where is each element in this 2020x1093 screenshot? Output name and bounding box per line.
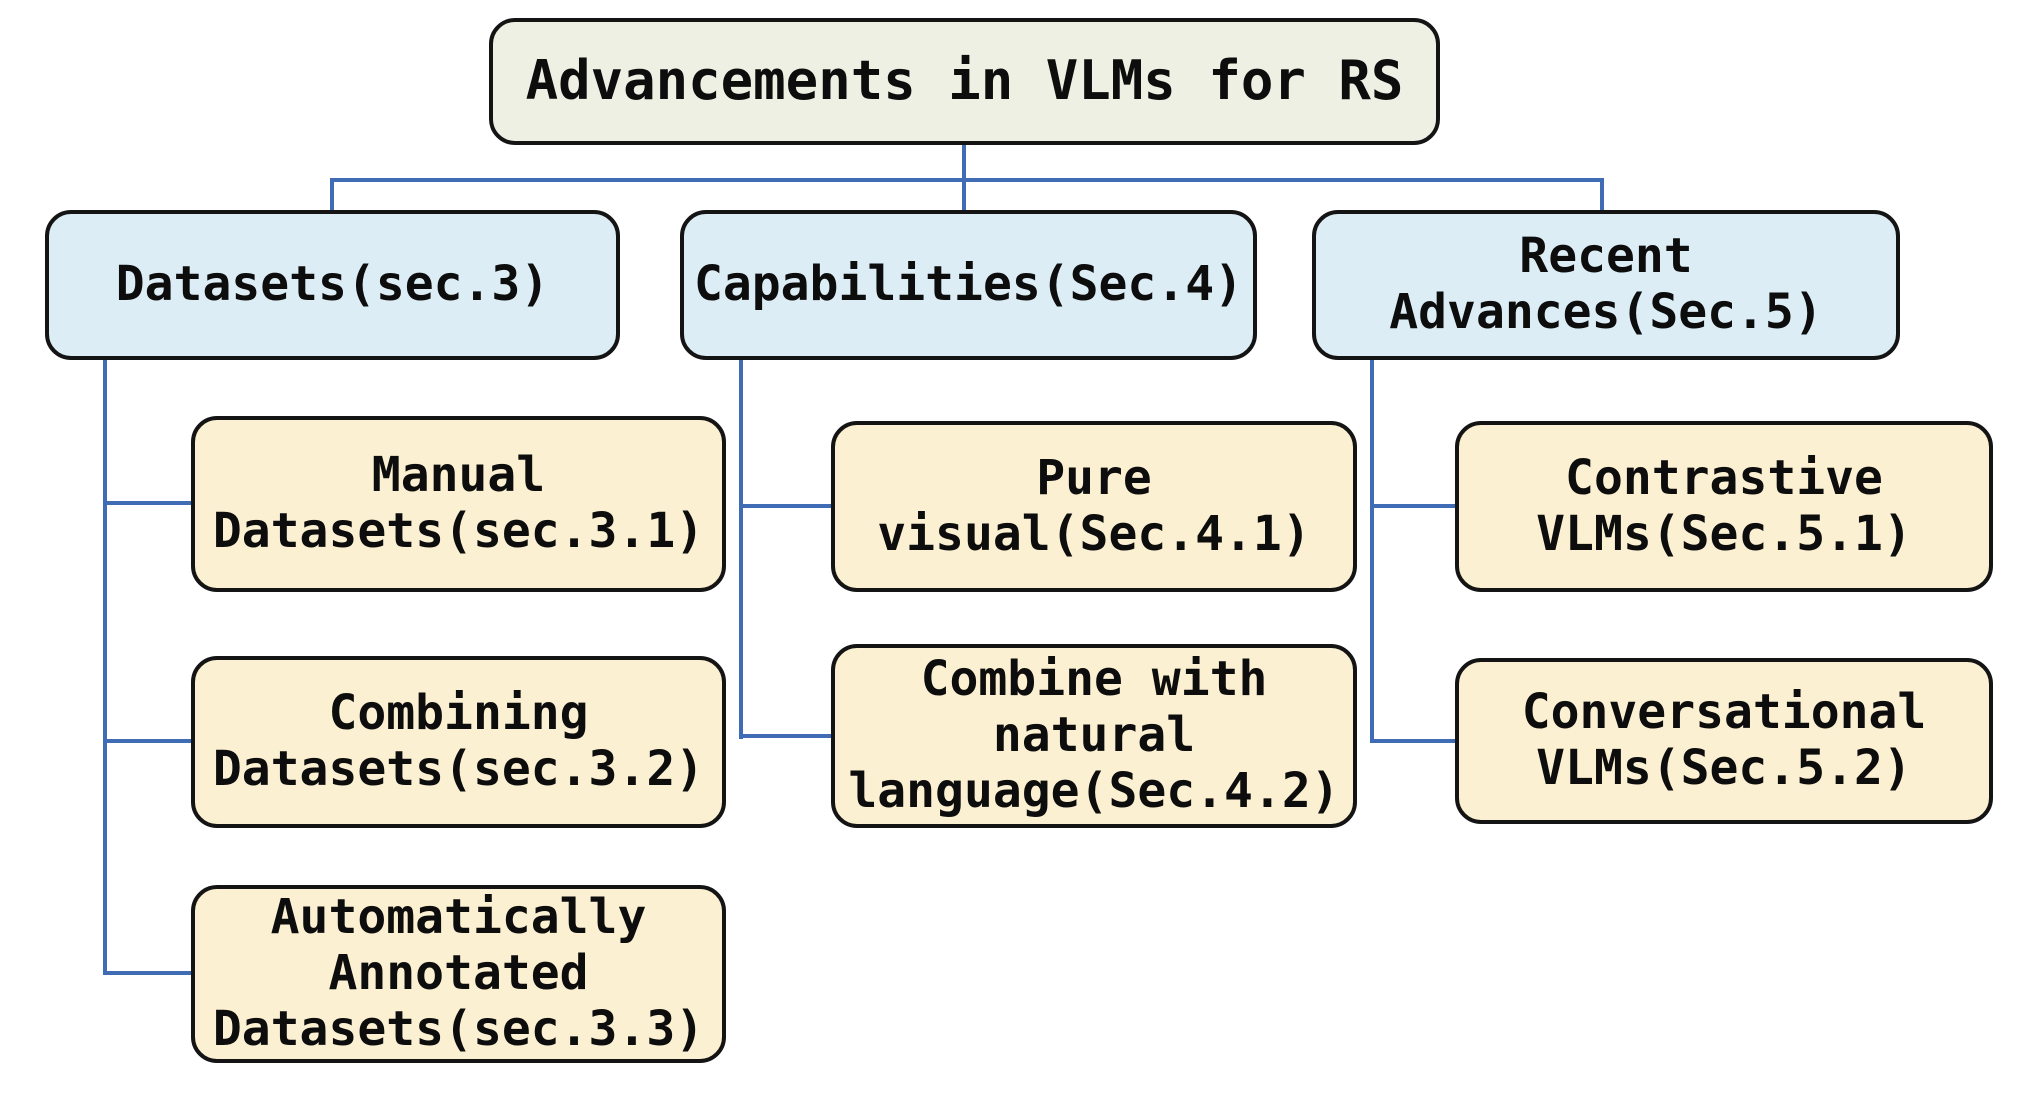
leaf-node-combine-natural-language: Combine with natural language(Sec.4.2): [831, 644, 1357, 828]
connector-stub-combine-language: [739, 734, 833, 738]
connector-rail-capabilities: [739, 357, 743, 739]
leaf-node-pure-visual: Pure visual(Sec.4.1): [831, 421, 1357, 592]
connector-main-horizontal: [330, 178, 1604, 182]
branch-node-capabilities: Capabilities(Sec.4): [680, 210, 1257, 360]
connector-stub-manual: [103, 501, 193, 505]
connector-stub-contrastive: [1370, 504, 1457, 508]
leaf-node-automatically-annotated-datasets: Automatically Annotated Datasets(sec.3.3…: [191, 885, 726, 1063]
branch-node-recent-advances: Recent Advances(Sec.5): [1312, 210, 1900, 360]
leaf-node-combining-datasets: Combining Datasets(sec.3.2): [191, 656, 726, 828]
connector-rail-datasets: [103, 357, 107, 975]
connector-drop-capabilities: [962, 178, 966, 214]
branch-node-datasets: Datasets(sec.3): [45, 210, 620, 360]
root-node-advancements-vlms-rs: Advancements in VLMs for RS: [489, 18, 1440, 145]
connector-stub-pure-visual: [739, 504, 833, 508]
connector-rail-recent: [1370, 357, 1374, 742]
leaf-node-contrastive-vlms: Contrastive VLMs(Sec.5.1): [1455, 421, 1993, 592]
connector-stub-combining: [103, 739, 193, 743]
leaf-node-manual-datasets: Manual Datasets(sec.3.1): [191, 416, 726, 592]
connector-stub-automatically: [103, 971, 193, 975]
leaf-node-conversational-vlms: Conversational VLMs(Sec.5.2): [1455, 658, 1993, 824]
connector-root-stub: [962, 143, 966, 182]
connector-drop-datasets: [330, 178, 334, 214]
connector-drop-recent: [1600, 178, 1604, 214]
connector-stub-conversational: [1370, 739, 1457, 743]
